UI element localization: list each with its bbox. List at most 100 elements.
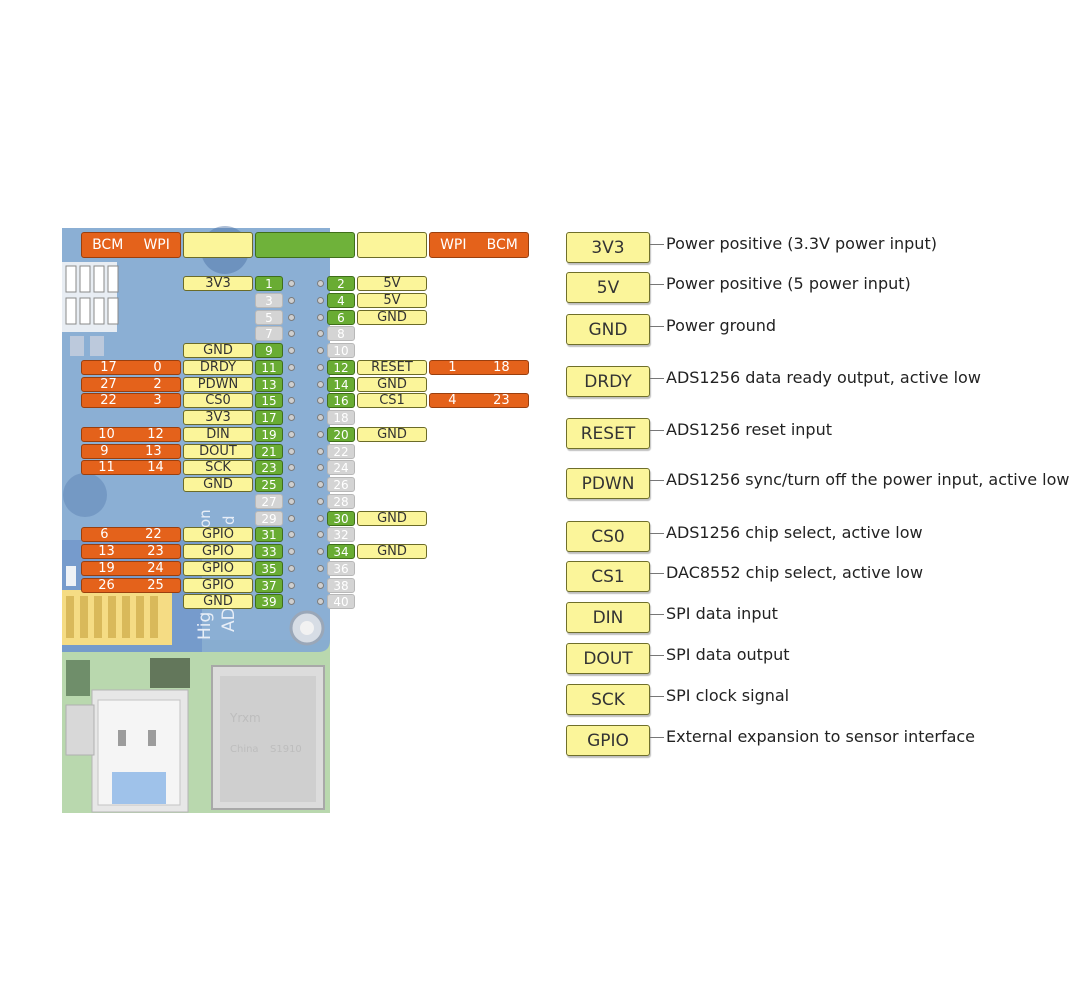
pin-number-15: 15 <box>255 393 283 408</box>
header-bcm-right: BCM <box>486 237 518 253</box>
wpi-number: 22 <box>145 527 162 542</box>
pin-number-39: 39 <box>255 594 283 609</box>
pin-number-40: 40 <box>327 594 355 609</box>
pin-number-10: 10 <box>327 343 355 358</box>
pin-number-37: 37 <box>255 578 283 593</box>
pin-number-35: 35 <box>255 561 283 576</box>
legend-description-sck: SPI clock signal <box>666 686 790 705</box>
header-bar-bcm-wpi-left: BCM WPI <box>81 232 181 258</box>
pin-dot-21 <box>288 448 295 455</box>
legend-label-drdy: DRDY <box>566 366 650 397</box>
legend-label-gnd: GND <box>566 314 650 345</box>
wpi-number: 25 <box>147 578 164 593</box>
left-bcm-wpi-11: 17 0 <box>81 360 181 375</box>
legend-description-cs1: DAC8552 chip select, active low <box>666 563 924 582</box>
bcm-number: 9 <box>100 444 109 459</box>
legend-label-din: DIN <box>566 602 650 633</box>
pin-dot-26 <box>317 481 324 488</box>
legend-connector <box>650 655 664 656</box>
pin-number-6: 6 <box>327 310 355 325</box>
pin-number-12: 12 <box>327 360 355 375</box>
header-bar-yellow-right <box>357 232 427 258</box>
bcm-number: 27 <box>100 377 117 392</box>
right-function-16: CS1 <box>357 393 427 408</box>
pin-dot-12 <box>317 364 324 371</box>
left-function-37: GPIO <box>183 578 253 593</box>
right-function-6: GND <box>357 310 427 325</box>
legend-label-reset: RESET <box>566 418 650 449</box>
pin-number-3: 3 <box>255 293 283 308</box>
pin-dot-40 <box>317 598 324 605</box>
legend-connector <box>650 573 664 574</box>
right-function-4: 5V <box>357 293 427 308</box>
pin-number-1: 1 <box>255 276 283 291</box>
pin-dot-24 <box>317 464 324 471</box>
pin-dot-38 <box>317 582 324 589</box>
left-function-17: 3V3 <box>183 410 253 425</box>
wpi-number: 12 <box>147 427 164 442</box>
pin-number-26: 26 <box>327 477 355 492</box>
left-bcm-wpi-37: 26 25 <box>81 578 181 593</box>
pin-number-2: 2 <box>327 276 355 291</box>
pin-number-23: 23 <box>255 460 283 475</box>
pin-dot-20 <box>317 431 324 438</box>
bcm-number: 6 <box>100 527 109 542</box>
bcm-number: 17 <box>100 360 117 375</box>
legend-description-gnd: Power ground <box>666 316 777 335</box>
left-function-1: 3V3 <box>183 276 253 291</box>
left-function-31: GPIO <box>183 527 253 542</box>
left-function-21: DOUT <box>183 444 253 459</box>
ethernet-label-1: Yrxm <box>229 711 261 725</box>
left-function-39: GND <box>183 594 253 609</box>
left-function-11: DRDY <box>183 360 253 375</box>
legend-connector <box>650 244 664 245</box>
pin-dot-31 <box>288 531 295 538</box>
left-function-19: DIN <box>183 427 253 442</box>
pin-number-17: 17 <box>255 410 283 425</box>
pin-dot-3 <box>288 297 295 304</box>
bcm-number: 26 <box>98 578 115 593</box>
legend-connector <box>650 533 664 534</box>
silk-on: on <box>196 509 214 528</box>
pin-number-16: 16 <box>327 393 355 408</box>
legend-connector <box>650 378 664 379</box>
pin-dot-35 <box>288 565 295 572</box>
pin-dot-2 <box>317 280 324 287</box>
left-function-23: SCK <box>183 460 253 475</box>
pin-number-11: 11 <box>255 360 283 375</box>
legend-connector <box>650 696 664 697</box>
pin-dot-22 <box>317 448 324 455</box>
right-function-2: 5V <box>357 276 427 291</box>
ethernet-label-2: China <box>230 744 259 755</box>
pin-dot-39 <box>288 598 295 605</box>
pin-number-29: 29 <box>255 511 283 526</box>
pin-dot-10 <box>317 347 324 354</box>
pin-number-4: 4 <box>327 293 355 308</box>
pin-number-19: 19 <box>255 427 283 442</box>
pin-dot-36 <box>317 565 324 572</box>
legend-connector <box>650 430 664 431</box>
pin-dot-32 <box>317 531 324 538</box>
legend-label-dout: DOUT <box>566 643 650 674</box>
pin-dot-30 <box>317 515 324 522</box>
legend-description-reset: ADS1256 reset input <box>666 420 832 439</box>
pin-number-36: 36 <box>327 561 355 576</box>
legend-description-5v: Power positive (5 power input) <box>666 274 911 293</box>
wpi-number: 3 <box>153 393 162 408</box>
legend-description-din: SPI data input <box>666 604 778 623</box>
wpi-number: 0 <box>153 360 162 375</box>
legend-label-gpio: GPIO <box>566 725 650 756</box>
wpi-number: 14 <box>147 460 164 475</box>
pin-number-27: 27 <box>255 494 283 509</box>
pin-number-21: 21 <box>255 444 283 459</box>
pin-number-7: 7 <box>255 326 283 341</box>
pin-dot-6 <box>317 314 324 321</box>
right-function-30: GND <box>357 511 427 526</box>
pin-number-5: 5 <box>255 310 283 325</box>
